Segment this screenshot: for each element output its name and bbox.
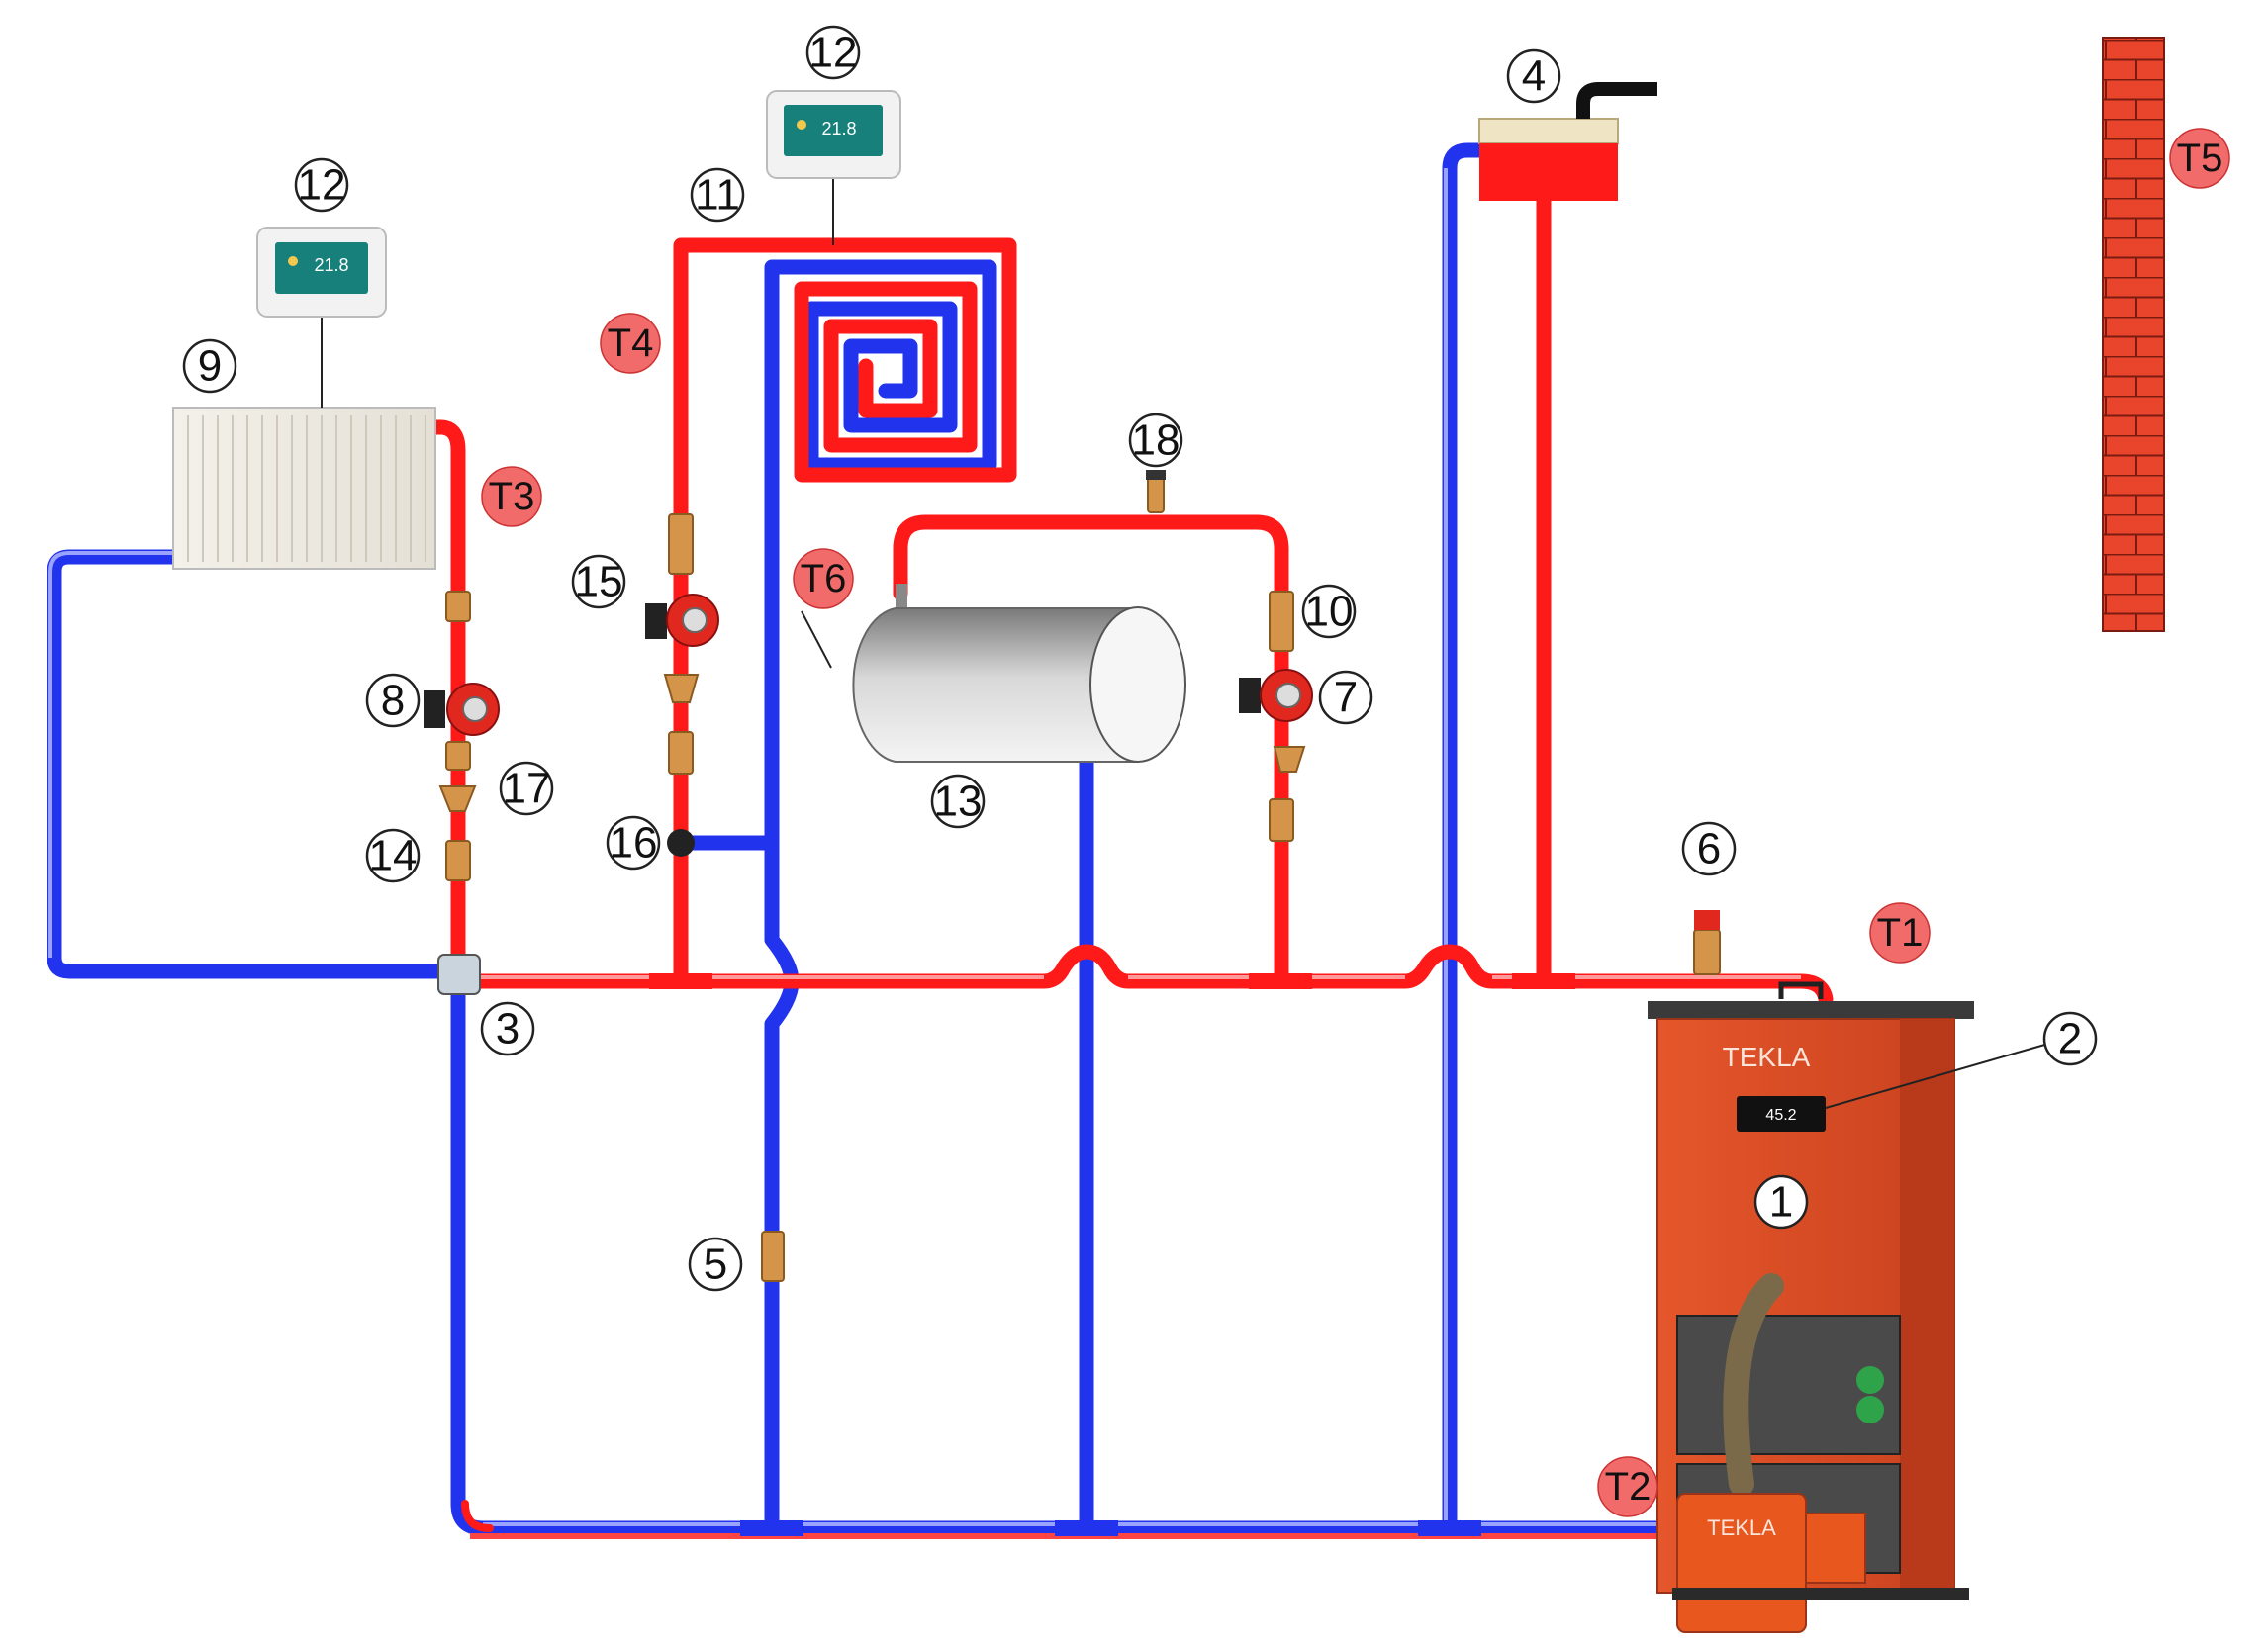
sensor-t4: T4 bbox=[608, 321, 654, 365]
callout-1: 1 bbox=[1769, 1178, 1793, 1227]
room-thermostat-radiator: 21.8 bbox=[256, 227, 387, 408]
leader-lines bbox=[801, 610, 832, 669]
sensor-callouts: T1 T2 T3 T4 T5 T6 bbox=[481, 128, 2230, 1517]
expansion-tank bbox=[1478, 82, 1657, 201]
pipe-tees bbox=[649, 973, 1575, 1536]
callout-16: 16 bbox=[610, 819, 658, 868]
thermostat-readout: 21.8 bbox=[821, 119, 856, 138]
callout-17: 17 bbox=[503, 765, 551, 813]
boiler-controller-readout: 45.2 bbox=[1765, 1107, 1796, 1124]
callout-12-floor: 12 bbox=[809, 29, 858, 77]
room-thermostat-floor: 21.8 bbox=[766, 90, 901, 245]
fittings bbox=[424, 470, 1824, 1282]
callout-12-radiator: 12 bbox=[298, 161, 346, 210]
callout-10: 10 bbox=[1305, 588, 1354, 636]
callout-3: 3 bbox=[496, 1005, 519, 1054]
boiler-brand: TEKLA bbox=[1723, 1042, 1811, 1072]
callout-14: 14 bbox=[369, 832, 418, 880]
callout-18: 18 bbox=[1132, 416, 1180, 465]
callout-9: 9 bbox=[198, 342, 222, 391]
callout-2: 2 bbox=[2058, 1015, 2082, 1063]
callout-11: 11 bbox=[695, 171, 740, 220]
callout-5: 5 bbox=[704, 1240, 727, 1289]
callout-4: 4 bbox=[1522, 52, 1546, 101]
callout-13: 13 bbox=[934, 778, 983, 826]
callout-6: 6 bbox=[1697, 825, 1721, 873]
callouts: 1 2 3 4 5 6 7 8 9 10 11 12 12 13 14 15 1… bbox=[182, 25, 2098, 1292]
callout-8: 8 bbox=[381, 677, 405, 725]
chimney-wall bbox=[2102, 37, 2165, 632]
burner-brand: TEKLA bbox=[1707, 1515, 1776, 1540]
sensor-t5: T5 bbox=[2177, 137, 2223, 180]
hot-water-tank bbox=[852, 584, 1186, 763]
return-pipes bbox=[47, 142, 1690, 1536]
sensor-t2: T2 bbox=[1605, 1465, 1652, 1509]
callout-7: 7 bbox=[1334, 674, 1358, 722]
sensor-t1: T1 bbox=[1877, 911, 1924, 955]
thermostat-readout: 21.8 bbox=[314, 255, 348, 275]
sensor-t3: T3 bbox=[489, 475, 535, 518]
pellet-boiler: TEKLA 45.2 TEKLA bbox=[1648, 1001, 1974, 1633]
callout-15: 15 bbox=[575, 558, 623, 606]
sensor-t6: T6 bbox=[801, 557, 847, 600]
radiator bbox=[172, 407, 436, 570]
floor-heating-loop bbox=[673, 237, 1017, 493]
